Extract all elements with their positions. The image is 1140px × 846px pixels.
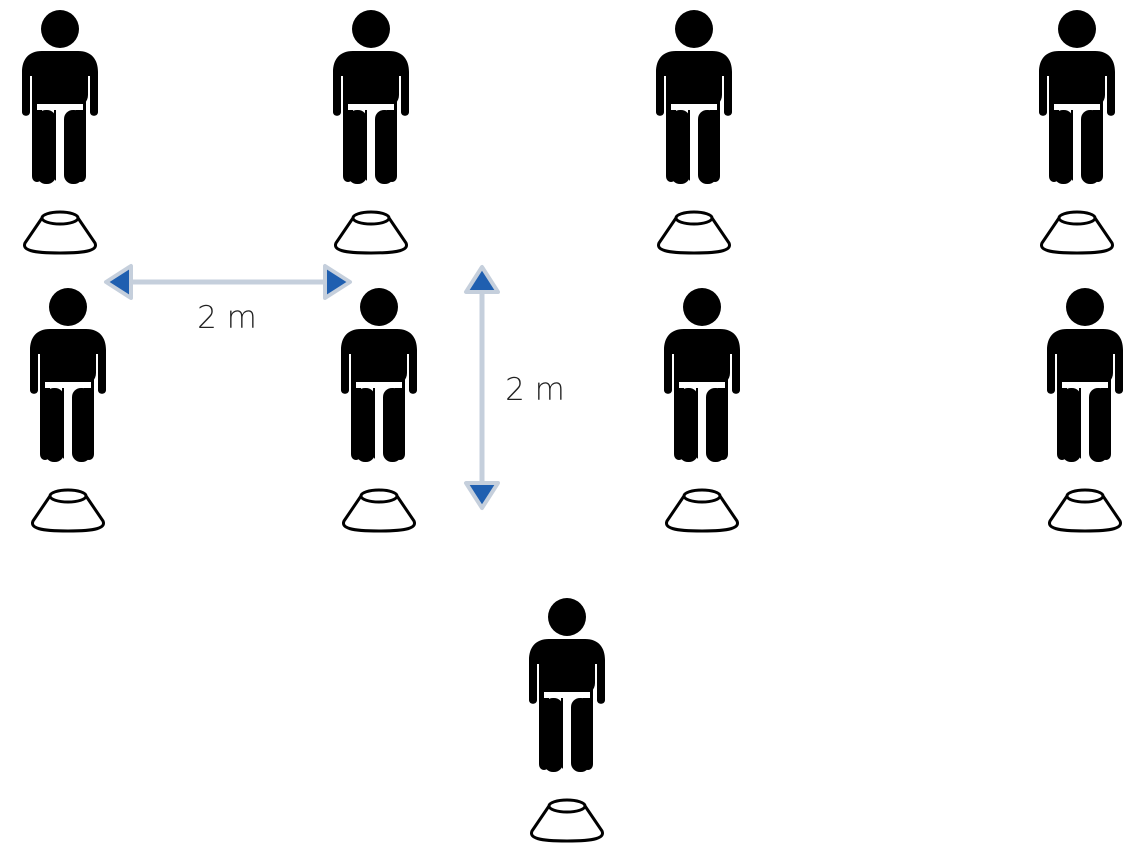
figure-back-3	[664, 288, 740, 533]
cone-icon	[30, 488, 106, 533]
horizontal-spacing-arrow	[104, 264, 352, 300]
person-icon	[1039, 10, 1115, 184]
cone-icon	[341, 488, 417, 533]
cone-icon	[1039, 210, 1115, 255]
vertical-spacing-arrow	[464, 265, 500, 510]
person-icon	[22, 10, 98, 184]
figure-back-2	[341, 288, 417, 533]
figures-group	[22, 10, 1123, 843]
cone-icon	[1047, 488, 1123, 533]
figure-front-4	[1039, 10, 1115, 255]
cone-icon	[529, 798, 605, 843]
horizontal-spacing-label: 2 m	[197, 300, 257, 336]
person-icon	[664, 288, 740, 462]
person-icon	[1047, 288, 1123, 462]
cone-icon	[333, 210, 409, 255]
cone-icon	[22, 210, 98, 255]
person-icon	[529, 598, 605, 772]
person-icon	[30, 288, 106, 462]
figure-back-1	[30, 288, 106, 533]
arrow-left-icon	[104, 264, 133, 300]
figure-leader-1	[529, 598, 605, 843]
arrow-up-icon	[464, 265, 500, 294]
vertical-spacing-label: 2 m	[505, 372, 565, 408]
person-icon	[333, 10, 409, 184]
figure-front-2	[333, 10, 409, 255]
arrow-down-icon	[464, 481, 500, 510]
arrow-right-icon	[323, 264, 352, 300]
cone-icon	[656, 210, 732, 255]
figure-back-4	[1047, 288, 1123, 533]
figure-front-1	[22, 10, 98, 255]
cone-icon	[664, 488, 740, 533]
person-icon	[341, 288, 417, 462]
person-icon	[656, 10, 732, 184]
figure-front-3	[656, 10, 732, 255]
